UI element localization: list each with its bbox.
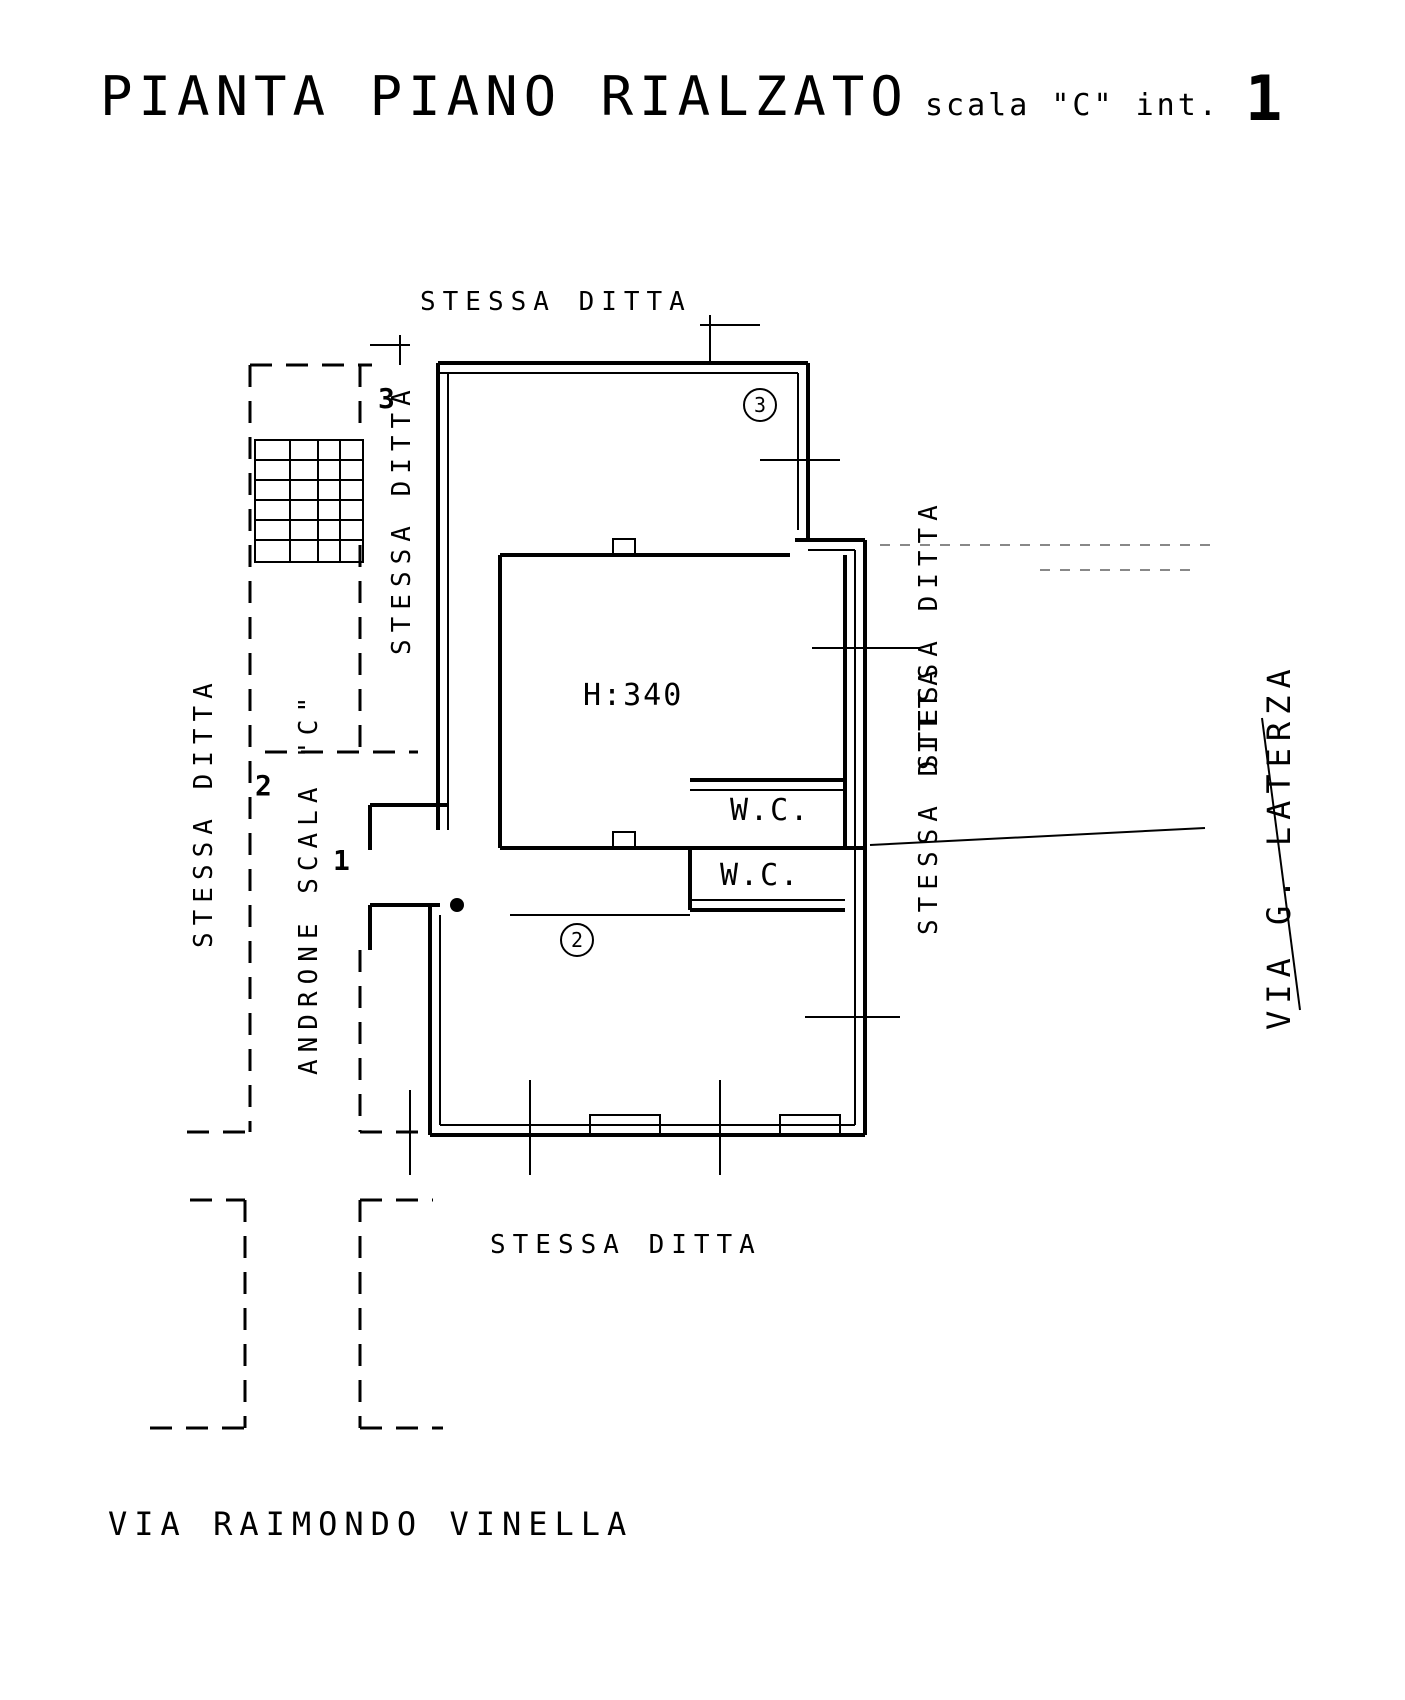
plan-unit-number: 1 [1245, 62, 1282, 135]
label-neighbor-right: STESSA DITTA [914, 498, 944, 770]
label-neighbor-bottom: STESSA DITTA [490, 1230, 762, 1260]
room-3-marker [743, 388, 777, 422]
exterior-walls [368, 361, 867, 1137]
label-neighbor-right-lower: STESSA DITTA [914, 663, 944, 935]
label-neighbor-top: STESSA DITTA [420, 287, 692, 317]
staircase-hatch [254, 439, 364, 563]
plan-scale-label: scala "C" int. [925, 88, 1220, 123]
faint-marks [869, 544, 1220, 846]
label-room-2: 2 [571, 928, 583, 952]
label-wc-2: W.C. [720, 858, 800, 893]
label-room-height: H:340 [583, 678, 683, 713]
label-stair-1: 1 [333, 844, 350, 877]
label-room-3: 3 [754, 393, 766, 417]
label-stair-3: 3 [378, 382, 395, 415]
window-marks [370, 315, 920, 1175]
label-wc-1: W.C. [730, 793, 810, 828]
label-street-bottom: VIA RAIMONDO VINELLA [108, 1505, 633, 1543]
street-right-underline [1261, 717, 1301, 1011]
label-neighbor-upper-left: STESSA DITTA [387, 383, 417, 655]
interior-walls [450, 553, 865, 916]
plan-title: PIANTA PIANO RIALZATO [100, 65, 909, 128]
neighbor-boundaries [150, 363, 443, 1430]
label-stair-2: 2 [255, 769, 272, 802]
label-entrance-hall: ANDRONE SCALA "C" [294, 690, 324, 1075]
room-2-marker [560, 923, 594, 957]
label-neighbor-left: STESSA DITTA [189, 676, 219, 948]
